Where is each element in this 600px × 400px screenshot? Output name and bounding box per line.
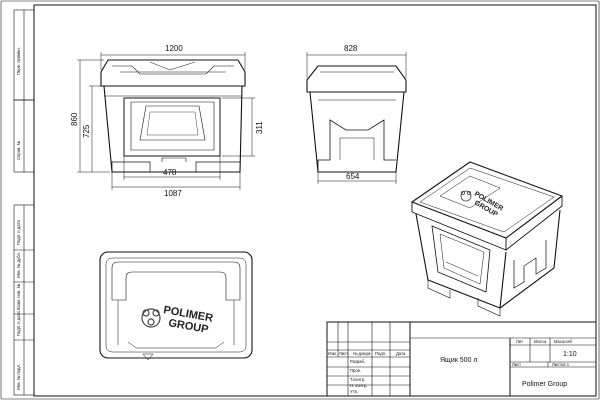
dim-front-height-body: 725: [82, 124, 91, 138]
dim-side-width: 828: [344, 44, 358, 53]
dim-front-opening-height: 311: [255, 121, 264, 134]
stamp-inv-dubl: Инв. № дубл.: [16, 252, 21, 278]
tb-sheet: Лист: [512, 362, 521, 367]
stamp-inv-podl: Инв. № подл.: [16, 364, 21, 390]
dim-front-width: 1200: [165, 44, 183, 53]
side-dimensions: [306, 52, 407, 184]
side-view: [306, 65, 407, 173]
front-view: [100, 59, 246, 173]
tb-col-podp: Подп.: [375, 351, 386, 356]
stamp-vzam-inv: Взам. инв. №: [16, 284, 21, 310]
tb-h-masshtab: Масштаб: [554, 339, 573, 344]
tb-tkontr: Т.контр.: [350, 377, 365, 382]
tb-col-list: Лист: [339, 351, 348, 356]
tb-h-massa: Масса: [534, 339, 547, 344]
tb-sheets: Листов 1: [552, 362, 570, 367]
tb-col-ndoc: № докум.: [353, 351, 371, 356]
title-block: [326, 321, 597, 397]
polimer-group-logo: POLIMER GROUP: [141, 304, 214, 336]
tb-col-data: Дата: [396, 351, 406, 356]
tb-col-izm: Изм: [328, 351, 336, 356]
tb-scale: 1:10: [563, 351, 577, 358]
stamp-sprav: Справ. №: [16, 140, 21, 160]
dim-front-height-total: 860: [70, 112, 79, 126]
dim-front-opening-width: 478: [163, 168, 177, 177]
tb-utv: Утв.: [350, 389, 358, 394]
side-stamp: [13, 9, 35, 396]
isometric-view: [410, 161, 564, 317]
iso-logo: POLIMER GROUP: [460, 190, 504, 219]
tb-nkontr: Н. контр.: [350, 383, 367, 388]
tb-prov: Пров.: [350, 368, 361, 373]
front-dimensions: [77, 52, 255, 190]
stamp-podp-date-2: Подп. и дата: [16, 311, 21, 336]
stamp-perv-primen: Перв. примен.: [16, 47, 21, 75]
stamp-podp-date-1: Подп. и дата: [16, 220, 21, 245]
tb-company: Polimer Group: [522, 381, 567, 388]
dim-front-base-width: 1087: [164, 189, 182, 198]
tb-title: Ящик 500 л: [440, 357, 477, 364]
tb-h-lit: Лит: [516, 339, 523, 344]
dim-side-base-width: 654: [346, 172, 360, 181]
tb-razrab: Разраб.: [350, 359, 365, 364]
top-view: [99, 251, 253, 361]
